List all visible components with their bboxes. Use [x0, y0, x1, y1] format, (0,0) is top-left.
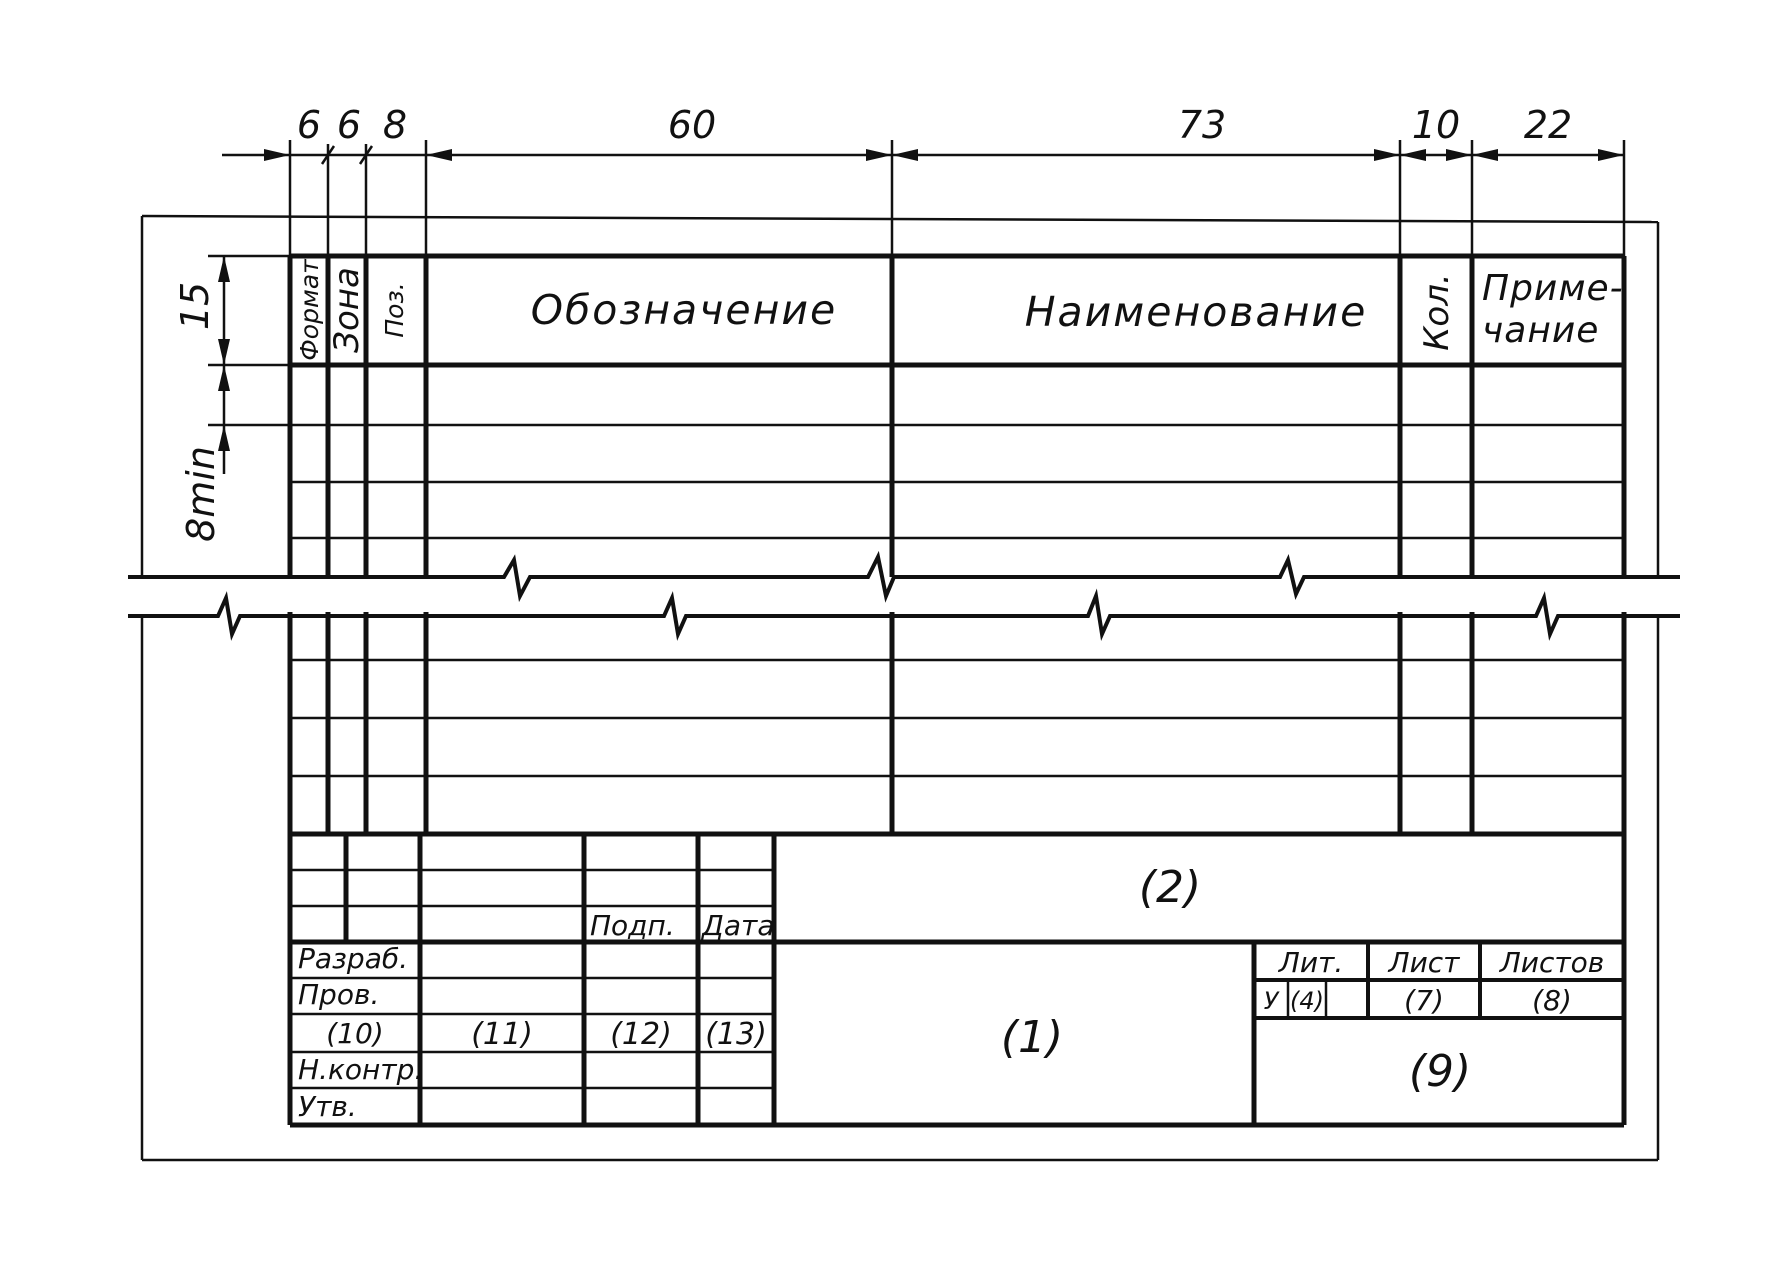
dim-note: 22: [1524, 103, 1572, 147]
header-zone: Зона: [327, 267, 367, 353]
field-9: (9): [1409, 1046, 1471, 1097]
field-13: (13): [705, 1017, 767, 1052]
header-pos: Поз.: [380, 282, 409, 337]
dimension-lines-left: [208, 254, 290, 474]
break-line-lower: [128, 588, 1680, 641]
dim-name: 73: [1178, 103, 1226, 147]
header-note-line1: Приме-: [1482, 268, 1624, 309]
field-7: (7): [1404, 984, 1444, 1017]
header-qty: Кол.: [1417, 273, 1457, 350]
dim-header-height: 15: [173, 282, 217, 330]
header-name: Наименование: [1025, 288, 1368, 336]
dim-zone: 6: [337, 103, 361, 147]
field-12: (12): [610, 1017, 672, 1052]
field-2: (2): [1139, 862, 1201, 913]
row-norm-control: Н.контр.: [298, 1053, 423, 1086]
label-lit: Лит.: [1278, 946, 1343, 979]
label-sheets: Листов: [1499, 946, 1605, 979]
field-10: (10): [326, 1017, 383, 1050]
header-note-line2: чание: [1482, 310, 1599, 351]
title-block-lines: [290, 831, 1624, 1128]
sheet-frame: [140, 214, 1660, 1162]
dim-qty: 10: [1412, 103, 1460, 147]
dimension-lines-top: [222, 140, 1626, 256]
break-line-upper: [128, 550, 1680, 603]
field-8: (8): [1532, 984, 1572, 1017]
lit-value: У: [1264, 987, 1280, 1015]
table-upper-part: [287, 253, 1627, 577]
dim-format: 6: [297, 103, 321, 147]
label-date: Дата: [700, 909, 775, 942]
row-approved: Утв.: [298, 1090, 357, 1123]
header-format: Формат: [295, 258, 324, 361]
row-developed: Разраб.: [298, 942, 408, 975]
field-1: (1): [1001, 1012, 1063, 1063]
label-sign: Подп.: [590, 909, 675, 942]
field-11: (11): [471, 1017, 533, 1052]
header-designation: Обозначение: [531, 286, 838, 334]
row-checked: Пров.: [298, 978, 379, 1011]
dim-designation: 60: [668, 103, 716, 147]
dim-pos: 8: [383, 103, 407, 147]
field-4: (4): [1290, 987, 1324, 1015]
label-sheet: Лист: [1388, 946, 1461, 979]
dim-row-height: 8min: [179, 446, 223, 542]
